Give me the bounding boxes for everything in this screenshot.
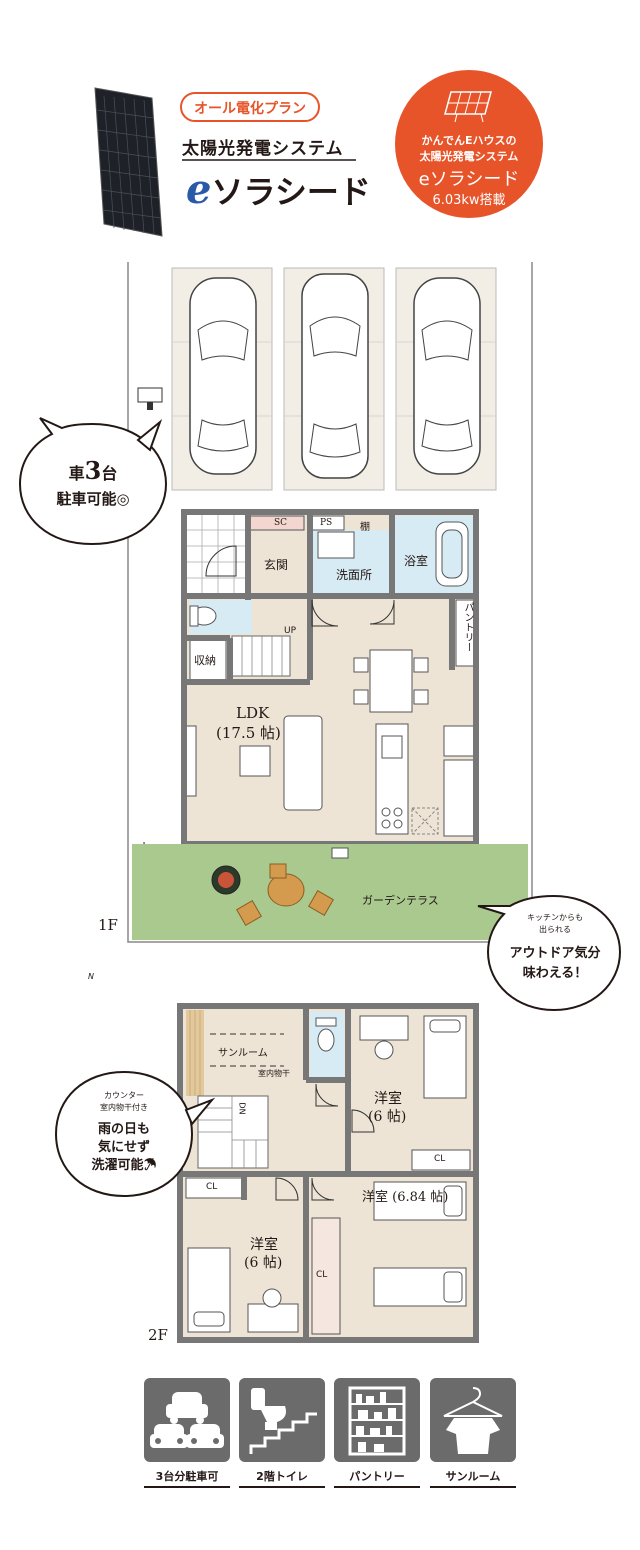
outdoor-bubble-small1: キッチンからも [527,913,583,922]
brand-name: ソラシード [211,173,371,211]
ps-label: PS [320,518,333,528]
stairs-up-label: UP [284,626,297,636]
storage-label: 収納 [194,654,216,667]
parking-bubble-line1: 車3台 [28,456,158,485]
laundry-bubble-small1: カウンター [104,1091,144,1100]
indoor-drying-label: 室内物干 [258,1069,290,1078]
washroom-label: 洗面所 [336,568,373,582]
feature-sunroom-tile [430,1378,516,1462]
feature-sunroom-label: サンルーム [445,1470,501,1483]
bath-label: 浴室 [404,554,429,568]
parking-speech-bubble [18,417,168,546]
car-icon [189,273,481,479]
feature-pantry-label: パントリー [349,1470,405,1483]
hanger-icon [443,1387,503,1454]
solar-system-title: 太陽光発電システム [182,139,344,159]
solar-badge: かんでんEハウスの 太陽光発電システム eソラシード 6.03kw搭載 [395,70,543,218]
esolaseed-logo: eソラシード [186,166,371,213]
shelf-label: 棚 [360,522,370,533]
pantry-label: パントリー [462,602,473,652]
feature-sunroom-underline [430,1486,516,1488]
brand-e: e [186,166,212,213]
floor-plan-2f [177,1003,479,1343]
room-a-size-label: (6 帖) [368,1109,407,1125]
badge-line3: eソラシード [418,169,520,190]
laundry-speech-bubble [54,1070,216,1198]
garden-terrace-area [132,844,528,940]
feature-pantry-underline [334,1486,420,1488]
laundry-bubble-small2: 室内物干付き [100,1103,148,1112]
feature-toilet-label: 2階トイレ [256,1470,308,1483]
outdoor-bubble-line2: 味わえる！ [522,966,588,981]
sunroom-label: サンルーム [218,1048,268,1059]
closet-label-a: CL [434,1154,446,1164]
entrance-label: 玄関 [264,558,289,572]
floor-label-2f: 2F [148,1326,168,1344]
floor-label-1f: 1F [98,916,118,934]
compass-north-label: N [88,972,94,981]
room-c-label: 洋室 [250,1237,278,1253]
feature-toilet-tile [239,1378,325,1462]
floor-plan-1f [127,262,533,943]
pantry-icon [348,1386,406,1456]
all-electric-plan-label: オール電化プラン [180,92,320,122]
laundry-bubble-line3: 洗濯可能☂ [91,1158,157,1173]
toilet-stairs-icon [249,1388,317,1454]
closet-label-b: CL [316,1270,328,1280]
parking-line1-a: 車 [68,464,85,483]
room-b-label: 洋室 (6.84 帖) [362,1190,449,1205]
outdoor-bubble-line1: アウトドア気分 [509,946,601,961]
feature-pantry-tile [334,1378,420,1462]
title-underline [182,159,356,161]
feature-parking-underline [144,1486,230,1488]
closet-label-c: CL [206,1182,218,1192]
outdoor-bubble-small2: 出られる [539,925,571,934]
parking-line1-b: 台 [101,464,118,483]
badge-line2: 太陽光発電システム [419,150,519,163]
feature-toilet-underline [239,1486,325,1488]
garden-terrace-label: ガーデンテラス [362,894,439,907]
parking-line1-num: 3 [84,456,102,485]
feature-parking-label: 3台分駐車可 [155,1470,219,1483]
outdoor-speech-bubble [477,894,622,1012]
laundry-bubble-line2: 気にせず [97,1140,150,1155]
badge-line1: かんでんEハウスの [421,134,517,147]
solar-panel-icon [444,91,492,123]
feature-parking-tile [144,1378,230,1462]
solar-panel-illustration [94,87,163,237]
laundry-bubble-line1: 雨の日も [97,1122,150,1137]
badge-line4: 6.03kw搭載 [432,193,506,208]
sc-label: SC [274,518,288,528]
ldk-size-label: (17.5 帖) [216,724,281,742]
ldk-label: LDK [236,704,270,722]
room-a-label: 洋室 [374,1091,402,1107]
parking-bubble-line2: 駐車可能◎ [56,490,130,508]
cars-icon [150,1392,224,1448]
room-c-size-label: (6 帖) [244,1255,283,1271]
